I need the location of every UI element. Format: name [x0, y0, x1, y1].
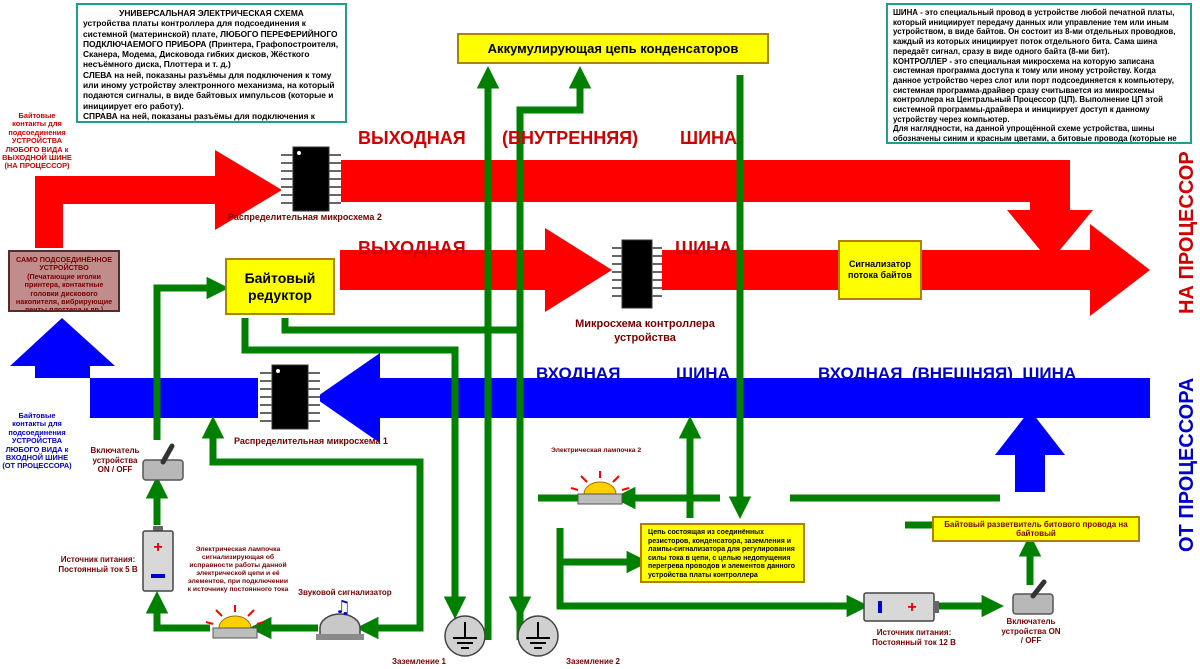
info-box-left: УНИВЕРСАЛЬНАЯ ЭЛЕКТРИЧЕСКАЯ СХЕМА устрой… — [76, 3, 347, 123]
info-left-title: УНИВЕРСАЛЬНАЯ ЭЛЕКТРИЧЕСКАЯ СХЕМА — [119, 8, 304, 18]
resistor-chain-label: Цепь состоящая из соединённых резисторов… — [648, 529, 795, 579]
bus-label-out-inner-1: ВЫХОДНАЯ — [358, 128, 466, 148]
device-title: САМО ПОДСОЕДИНЁННОЕ УСТРОЙСТВО — [15, 255, 112, 273]
label-to-cpu: НА ПРОЦЕССОР — [1176, 151, 1198, 315]
right-switch-icon — [1012, 579, 1054, 615]
microchip-2 — [281, 146, 341, 212]
microchip-1 — [260, 364, 320, 430]
label-from-cpu: ОТ ПРОЦЕССОРА — [1176, 377, 1198, 553]
left-top-note: Байтовые контакты для подсоединения УСТР… — [2, 111, 72, 171]
switch-right-caption: Включатель устройства ON / OFF — [1001, 617, 1061, 645]
byte-reducer-label: Байтовый редуктор — [244, 269, 316, 303]
bus-label-in-mid-2: ШИНА — [676, 364, 730, 383]
left-bottom-note: Байтовые контакты для подсоединения УСТР… — [2, 411, 72, 471]
buzzer-caption: Звуковой сигнализатор — [298, 588, 392, 597]
info-box-right: ШИНА - это специальный провод в устройст… — [886, 3, 1192, 144]
bus-label-out-inner-3: ШИНА — [680, 128, 738, 148]
capacitor-chain-label: Аккумулирующая цепь конденсаторов — [487, 41, 739, 56]
info-left-p1: устройства платы контроллера для подсоед… — [83, 18, 339, 70]
bus-label-in-outer: ВХОДНАЯ (ВНЕШНЯЯ) ШИНА — [818, 364, 1077, 383]
bit-splitter-label: Байтовый разветвитель битового провода н… — [944, 519, 1128, 539]
switch-left-caption: Включатель устройства ON / OFF — [90, 446, 140, 474]
bus-label-out-inner-2: (ВНУТРЕННЯЯ) — [502, 128, 639, 148]
connected-device-box: САМО ПОДСОЕДИНЁННОЕ УСТРОЙСТВО (Печатающ… — [8, 250, 120, 312]
battery-5v-icon: + — [142, 526, 174, 592]
capacitor-chain-box: Аккумулирующая цепь конденсаторов — [457, 33, 769, 64]
byte-signal-box: Сигнализатор потока байтов — [838, 240, 922, 300]
ground1-caption: Заземление 1 — [392, 657, 446, 666]
lamp-2-icon — [570, 471, 630, 505]
controller-microchip — [612, 239, 662, 309]
ground2-caption: Заземление 2 — [566, 657, 620, 666]
byte-reducer-box: Байтовый редуктор — [225, 258, 335, 315]
info-right-p2: КОНТРОЛЛЕР - это специальная микросхема … — [893, 56, 1174, 124]
lamp1-caption: Электрическая лампочка сигнализирующая о… — [187, 546, 289, 593]
left-switch-icon — [142, 443, 184, 481]
battery-plus-left: + — [153, 539, 162, 556]
lamp2-caption: Электрическая лампочка 2 — [551, 447, 642, 454]
ground-2-icon — [517, 615, 559, 657]
music-note-icon: ♫ — [335, 597, 351, 618]
controller-chip-caption: Микросхема контроллера устройства — [575, 318, 715, 344]
device-desc: (Печатающие иголки принтера, контактные … — [15, 271, 113, 312]
info-left-p2: СЛЕВА на ней, показаны разъёмы для подкл… — [83, 69, 335, 111]
power-5v-caption: Источник питания: Постоянный ток 5 В — [58, 555, 138, 574]
battery-plus-right: + — [907, 599, 916, 616]
bus-label-out-mid-2: ШИНА — [675, 238, 733, 258]
green-bit-wires — [145, 66, 1042, 640]
lamp-1-icon — [205, 605, 265, 639]
info-right-p1: ШИНА - это специальный провод в устройст… — [893, 8, 1176, 56]
chip2-caption: Распределительная микросхема 2 — [228, 212, 382, 222]
red-output-bus-inner — [35, 150, 1093, 262]
power-12v-caption: Источник питания: Постоянный ток 12 В — [872, 628, 956, 647]
ground-1-icon — [444, 615, 486, 657]
red-output-bus-middle — [340, 224, 1150, 316]
resistor-chain-box: Цепь состоящая из соединённых резисторов… — [640, 523, 805, 583]
byte-signal-label: Сигнализатор потока байтов — [848, 259, 912, 280]
bus-label-out-mid-1: ВЫХОДНАЯ — [358, 238, 466, 258]
chip1-caption: Распределительная микросхема 1 — [234, 436, 388, 446]
bit-splitter-box: Байтовый разветвитель битового провода н… — [932, 516, 1140, 542]
buzzer-icon: ♫ — [316, 597, 364, 640]
info-left-p3: СПРАВА на ней, показаны разъёмы для подк… — [83, 110, 315, 121]
info-right-p3: Для наглядности, на данной упрощённой сх… — [893, 124, 1177, 144]
battery-12v-icon: + — [863, 592, 939, 622]
blue-input-bus — [10, 318, 1150, 492]
bus-label-in-mid-1: ВХОДНАЯ — [536, 364, 621, 383]
